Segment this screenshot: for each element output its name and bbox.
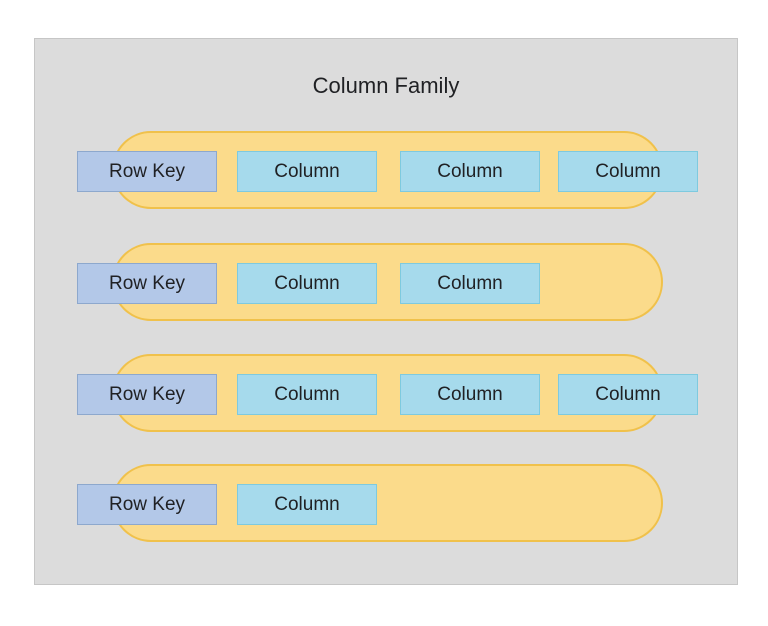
column-box: Column: [400, 263, 540, 304]
column-box: Column: [237, 484, 377, 525]
row-key-box: Row Key: [77, 151, 217, 192]
row-key-box: Row Key: [77, 374, 217, 415]
row-4: Row Key Column: [35, 464, 737, 542]
row-2: Row Key Column Column: [35, 243, 737, 321]
column-box: Column: [237, 151, 377, 192]
row-3: Row Key Column Column Column: [35, 354, 737, 432]
diagram-title: Column Family: [312, 73, 460, 98]
column-box: Column: [558, 151, 698, 192]
row-1: Row Key Column Column Column: [35, 131, 737, 209]
column-box: Column: [237, 263, 377, 304]
column-box: Column: [400, 374, 540, 415]
row-key-box: Row Key: [77, 484, 217, 525]
column-box: Column: [237, 374, 377, 415]
column-box: Column: [400, 151, 540, 192]
column-box: Column: [558, 374, 698, 415]
row-key-box: Row Key: [77, 263, 217, 304]
